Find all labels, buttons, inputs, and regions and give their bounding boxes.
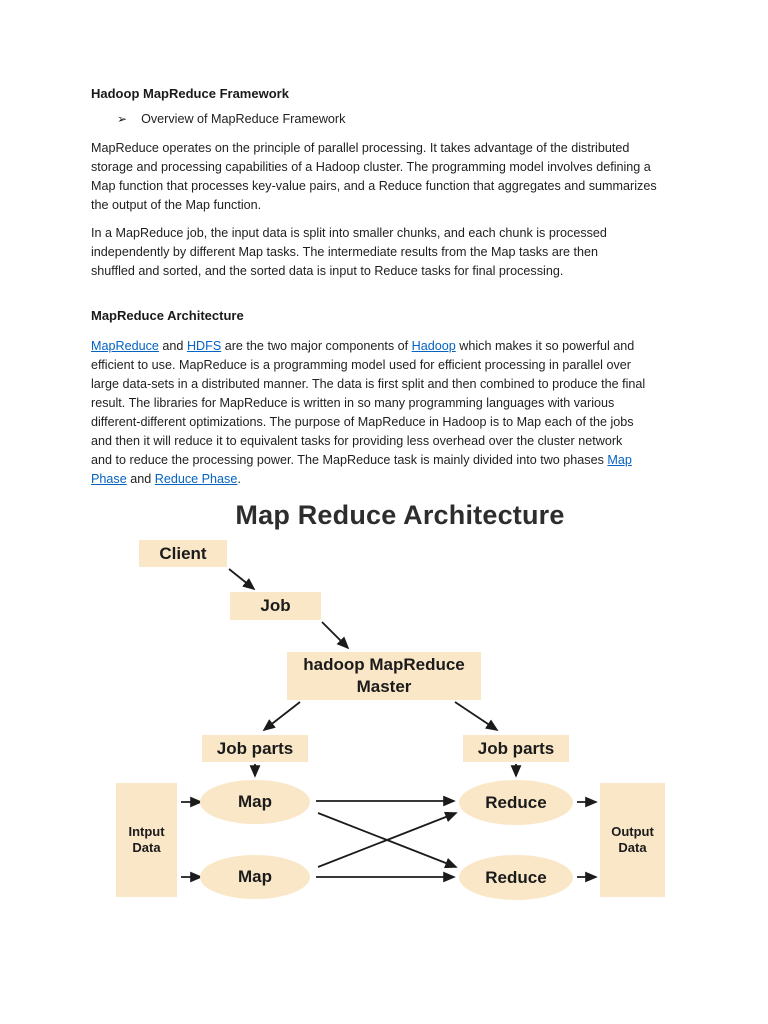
text-segment: are the two major components of xyxy=(221,339,412,353)
diagram-node-job-parts-left: Job parts xyxy=(202,735,308,762)
text-segment: and xyxy=(158,339,187,353)
diagram-node-input-data: Intput Data xyxy=(116,783,177,897)
diagram-node-client: Client xyxy=(139,540,227,567)
text-segment: . xyxy=(237,472,241,486)
paragraph-3: MapReduce and HDFS are the two major com… xyxy=(91,337,691,489)
diagram-node-job: Job xyxy=(230,592,321,620)
diagram-node-output-data: Output Data xyxy=(600,783,665,897)
diagram-node-reduce-2: Reduce xyxy=(459,855,573,900)
diagram-node-map-1: Map xyxy=(200,780,310,824)
diagram-node-job-parts-right: Job parts xyxy=(463,735,569,762)
text-segment: and xyxy=(126,472,155,486)
diagram-node-map-2: Map xyxy=(200,855,310,899)
section-heading: MapReduce Architecture xyxy=(91,308,244,323)
text-segment: which makes it so powerful and efficient… xyxy=(91,339,646,467)
doc-hyperlink[interactable]: Map Phase xyxy=(91,453,632,486)
doc-hyperlink[interactable]: MapReduce xyxy=(91,339,159,353)
paragraph-2: In a MapReduce job, the input data is sp… xyxy=(91,226,607,278)
diagram-node-reduce-1: Reduce xyxy=(459,780,573,825)
paragraph-1: MapReduce operates on the principle of p… xyxy=(91,141,657,212)
doc-hyperlink[interactable]: Hadoop xyxy=(411,339,456,353)
diagram-node-master: hadoop MapReduce Master xyxy=(287,652,481,700)
doc-hyperlink[interactable]: Reduce Phase xyxy=(154,472,238,486)
bullet-text: Overview of MapReduce Framework xyxy=(141,112,346,126)
arrow-bullet-icon: ➢ xyxy=(117,112,128,126)
diagram-title: Map Reduce Architecture xyxy=(235,500,565,530)
diagram-arrows xyxy=(181,568,598,883)
bullet-item: ➢ Overview of MapReduce Framework xyxy=(117,112,345,126)
doc-title: Hadoop MapReduce Framework xyxy=(91,86,289,101)
doc-hyperlink[interactable]: HDFS xyxy=(186,339,222,353)
mapreduce-architecture-diagram: Map Reduce Architecture xyxy=(0,490,768,920)
